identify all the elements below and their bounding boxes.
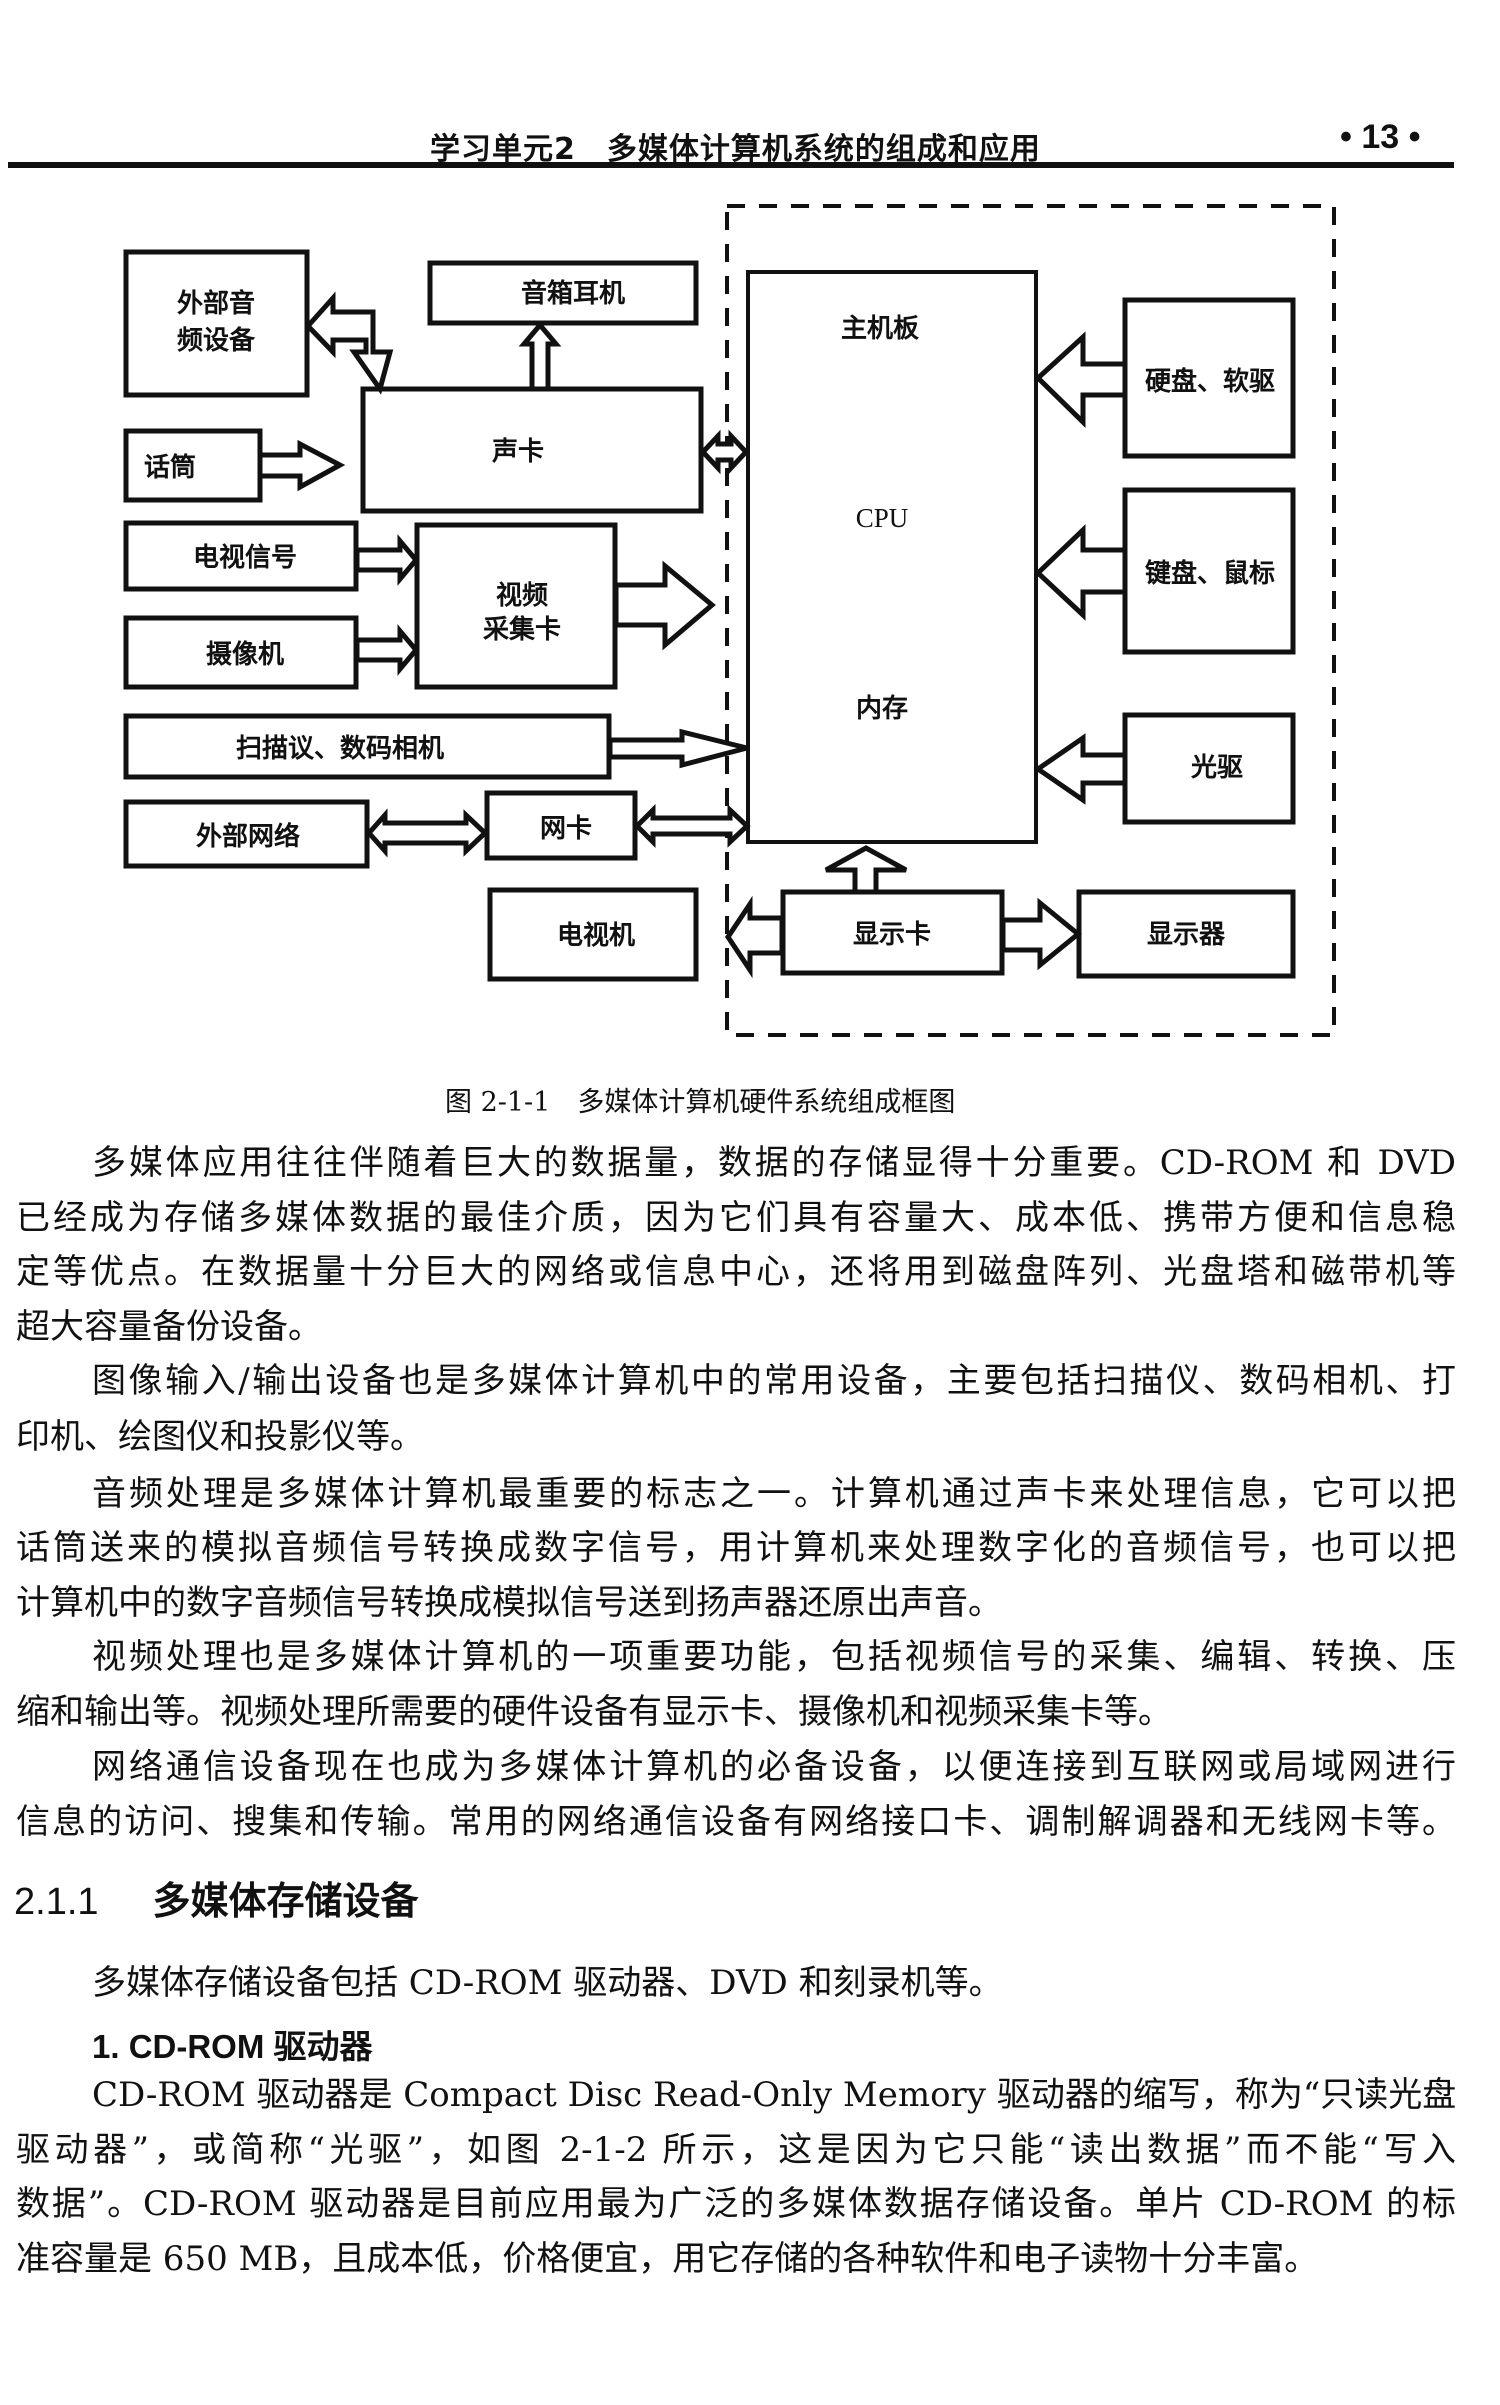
paragraph-3-line-1: 音频处理是多媒体计算机最重要的标志之一。计算机通过声卡来处理信息，它可以把 [92, 1474, 1456, 1514]
section-number: 2.1.1 [14, 1881, 99, 1923]
arrow-sound-card-to-speakers [518, 321, 562, 392]
label-tv-signal: 电视信号 [193, 543, 297, 573]
label-external-audio-1: 外部音 [177, 288, 255, 319]
box-optical [1122, 712, 1296, 825]
arrow-capture-to-motherboard [613, 560, 716, 651]
paragraph-5-line-1: 网络通信设备现在也成为多媒体计算机的必备设备，以便连接到互联网或局域网进行 [92, 1747, 1456, 1787]
paragraph-3-line-2: 话筒送来的模拟音频信号转换成数字信号，用计算机来处理数字化的音频信号，也可以把 [16, 1528, 1456, 1568]
box-microphone [123, 428, 263, 503]
box-scanner [123, 713, 612, 780]
label-tv: 电视机 [557, 921, 635, 951]
arrow-netcard-motherboard [633, 803, 751, 849]
page-number: • 13 • [1340, 118, 1421, 156]
box-tv [487, 887, 699, 982]
label-network-card: 网卡 [540, 814, 592, 844]
section-heading: 2.1.1 多媒体存储设备 [14, 1870, 419, 1925]
box-sound-card [360, 386, 704, 514]
arrow-camera-to-capture [354, 624, 420, 676]
subsection-line-2: 驱动器”，或简称“光驱”，如图 2-1-2 所示，这是因为它只能“读出数据”而不… [16, 2130, 1456, 2170]
paragraph-2-line-1: 图像输入/输出设备也是多媒体计算机中的常用设备，主要包括扫描仪、数码相机、打 [92, 1361, 1456, 1401]
paragraph-4-line-1: 视频处理也是多媒体计算机的一项重要功能，包括视频信号的采集、编辑、转换、压 [92, 1637, 1456, 1677]
paragraph-1-line-1: 多媒体应用往往伴随着巨大的数据量，数据的存储显得十分重要。CD-ROM 和 DV… [92, 1143, 1456, 1183]
arrow-graphics-to-tv [724, 895, 785, 979]
label-external-audio-2: 频设备 [177, 326, 256, 356]
label-sound-card: 声卡 [492, 437, 544, 467]
header-rule [8, 162, 1454, 168]
paragraph-4-line-2: 缩和输出等。视频处理所需要的硬件设备有显示卡、摄像机和视频采集卡等。 [16, 1692, 1172, 1732]
box-speakers [427, 260, 699, 326]
hardware-block-diagram: 外部音 频设备 音箱耳机 声卡 话筒 电视信号 视频 采集卡 摄像机 扫描议、数… [123, 204, 1336, 1037]
paragraph-5-line-2: 信息的访问、搜集和传输。常用的网络通信设备有网络接口卡、调制解调器和无线网卡等。 [16, 1802, 1456, 1842]
label-video-capture-2: 采集卡 [483, 614, 561, 645]
label-microphone: 话筒 [144, 452, 196, 483]
subsection-line-1: CD-ROM 驱动器是 Compact Disc Read-Only Memor… [92, 2075, 1457, 2115]
paragraph-1-line-3: 定等优点。在数据量十分巨大的网络或信息中心，还将用到磁盘阵列、光盘塔和磁带机等 [16, 1252, 1456, 1292]
arrow-external-audio-sound-card [304, 291, 394, 395]
arrow-sound-card-motherboard [699, 429, 750, 475]
section-intro: 多媒体存储设备包括 CD-ROM 驱动器、DVD 和刻录机等。 [92, 1963, 1003, 2003]
box-external-network [123, 799, 370, 869]
label-motherboard: 主机板 [841, 314, 919, 344]
arrow-keyboard-to-motherboard [1034, 524, 1128, 621]
label-speakers: 音箱耳机 [521, 278, 625, 309]
label-graphics-card: 显示卡 [853, 920, 931, 950]
arrow-mic-to-sound-card [257, 439, 346, 492]
arrow-graphics-to-monitor [1000, 897, 1082, 971]
label-disk: 硬盘、软驱 [1145, 366, 1275, 397]
paragraph-1-line-4: 超大容量备份设备。 [16, 1307, 322, 1347]
host-boundary-dashed [725, 204, 1336, 1037]
subsection-line-3: 数据”。CD-ROM 驱动器是目前应用最为广泛的多媒体数据存储设备。单片 CD-… [16, 2184, 1456, 2224]
arrow-optical-to-motherboard [1033, 733, 1128, 805]
figure-caption: 图 2-1-1 多媒体计算机硬件系统组成框图 [445, 1087, 956, 1118]
subsection-heading: 1. CD-ROM 驱动器 [92, 2028, 373, 2065]
paragraph-2-line-2: 印机、绘图仪和投影仪等。 [16, 1417, 424, 1457]
label-scanner: 扫描议、数码相机 [236, 734, 444, 764]
paragraph-3-line-3: 计算机中的数字音频信号转换成模拟信号送到扬声器还原出声音。 [16, 1583, 1002, 1623]
arrow-network-to-netcard [365, 808, 489, 858]
label-video-capture-1: 视频 [496, 581, 548, 611]
subsection-line-4: 准容量是 650 MB，且成本低，价格便宜，用它存储的各种软件和电子读物十分丰富… [16, 2239, 1319, 2279]
label-memory: 内存 [856, 694, 908, 724]
label-external-network: 外部网络 [196, 821, 300, 852]
paragraph-1-line-2: 已经成为存储多媒体数据的最佳介质，因为它们具有容量大、成本低、携带方便和信息稳 [16, 1198, 1456, 1238]
arrow-scanner-to-motherboard [607, 728, 748, 769]
arrow-disk-to-motherboard [1034, 331, 1128, 428]
arrow-graphics-to-motherboard [824, 845, 908, 895]
label-keyboard: 键盘、鼠标 [1145, 558, 1275, 589]
label-optical: 光驱 [1190, 753, 1243, 783]
box-monitor [1076, 889, 1296, 979]
box-keyboard [1122, 487, 1296, 655]
section-title: 多媒体存储设备 [152, 1879, 419, 1923]
arrow-tv-signal-to-capture [354, 534, 420, 586]
box-motherboard [746, 270, 1038, 844]
box-external-audio [123, 249, 310, 398]
box-network-card [484, 790, 638, 861]
label-cpu: CPU [856, 503, 909, 533]
box-disk [1122, 297, 1296, 459]
label-camera: 摄像机 [206, 640, 284, 670]
running-header-title: 学习单元2 多媒体计算机系统的组成和应用 [430, 132, 1041, 167]
label-monitor: 显示器 [1147, 920, 1226, 950]
